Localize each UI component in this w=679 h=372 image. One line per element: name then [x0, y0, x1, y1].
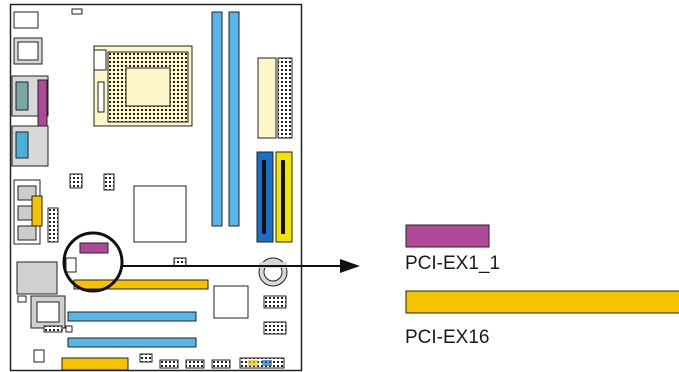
southbridge-chip: [16, 261, 58, 295]
northbridge-chip: [133, 185, 187, 243]
pci-ex1-slot-board: [79, 242, 109, 254]
super-io-chip: [213, 285, 249, 319]
pci-ex1-legend-swatch: [405, 224, 490, 248]
pci-ex1-label: PCI-EX1_1: [405, 253, 501, 274]
pci-ex16-slot-board: [73, 279, 209, 290]
arrow-head-icon: [340, 259, 360, 273]
jumper-2: [103, 173, 115, 191]
bottom-header-4: [211, 359, 231, 369]
pci-ex16-label: PCI-EX16: [405, 327, 490, 348]
io-ps2-connector: [13, 11, 39, 29]
pci-slot-2: [67, 337, 197, 348]
fan-header: [69, 173, 83, 189]
pci-ex16-legend-swatch: [405, 290, 679, 314]
memory-slot-2: [228, 11, 240, 227]
bottom-header-1: [139, 353, 153, 363]
io-parallel-port: [37, 79, 48, 131]
pci-slot-1: [67, 311, 197, 322]
pin-header: [47, 207, 59, 243]
usb-header-1: [263, 295, 287, 309]
atx-power-connector: [257, 57, 277, 139]
memory-slot-1: [211, 11, 223, 227]
bottom-slot: [61, 357, 129, 371]
bottom-header-2: [159, 359, 179, 369]
jumper: [71, 8, 83, 15]
bottom-header-3: [185, 359, 205, 369]
usb-header-2: [263, 321, 287, 335]
highlight-circle: [62, 231, 124, 293]
